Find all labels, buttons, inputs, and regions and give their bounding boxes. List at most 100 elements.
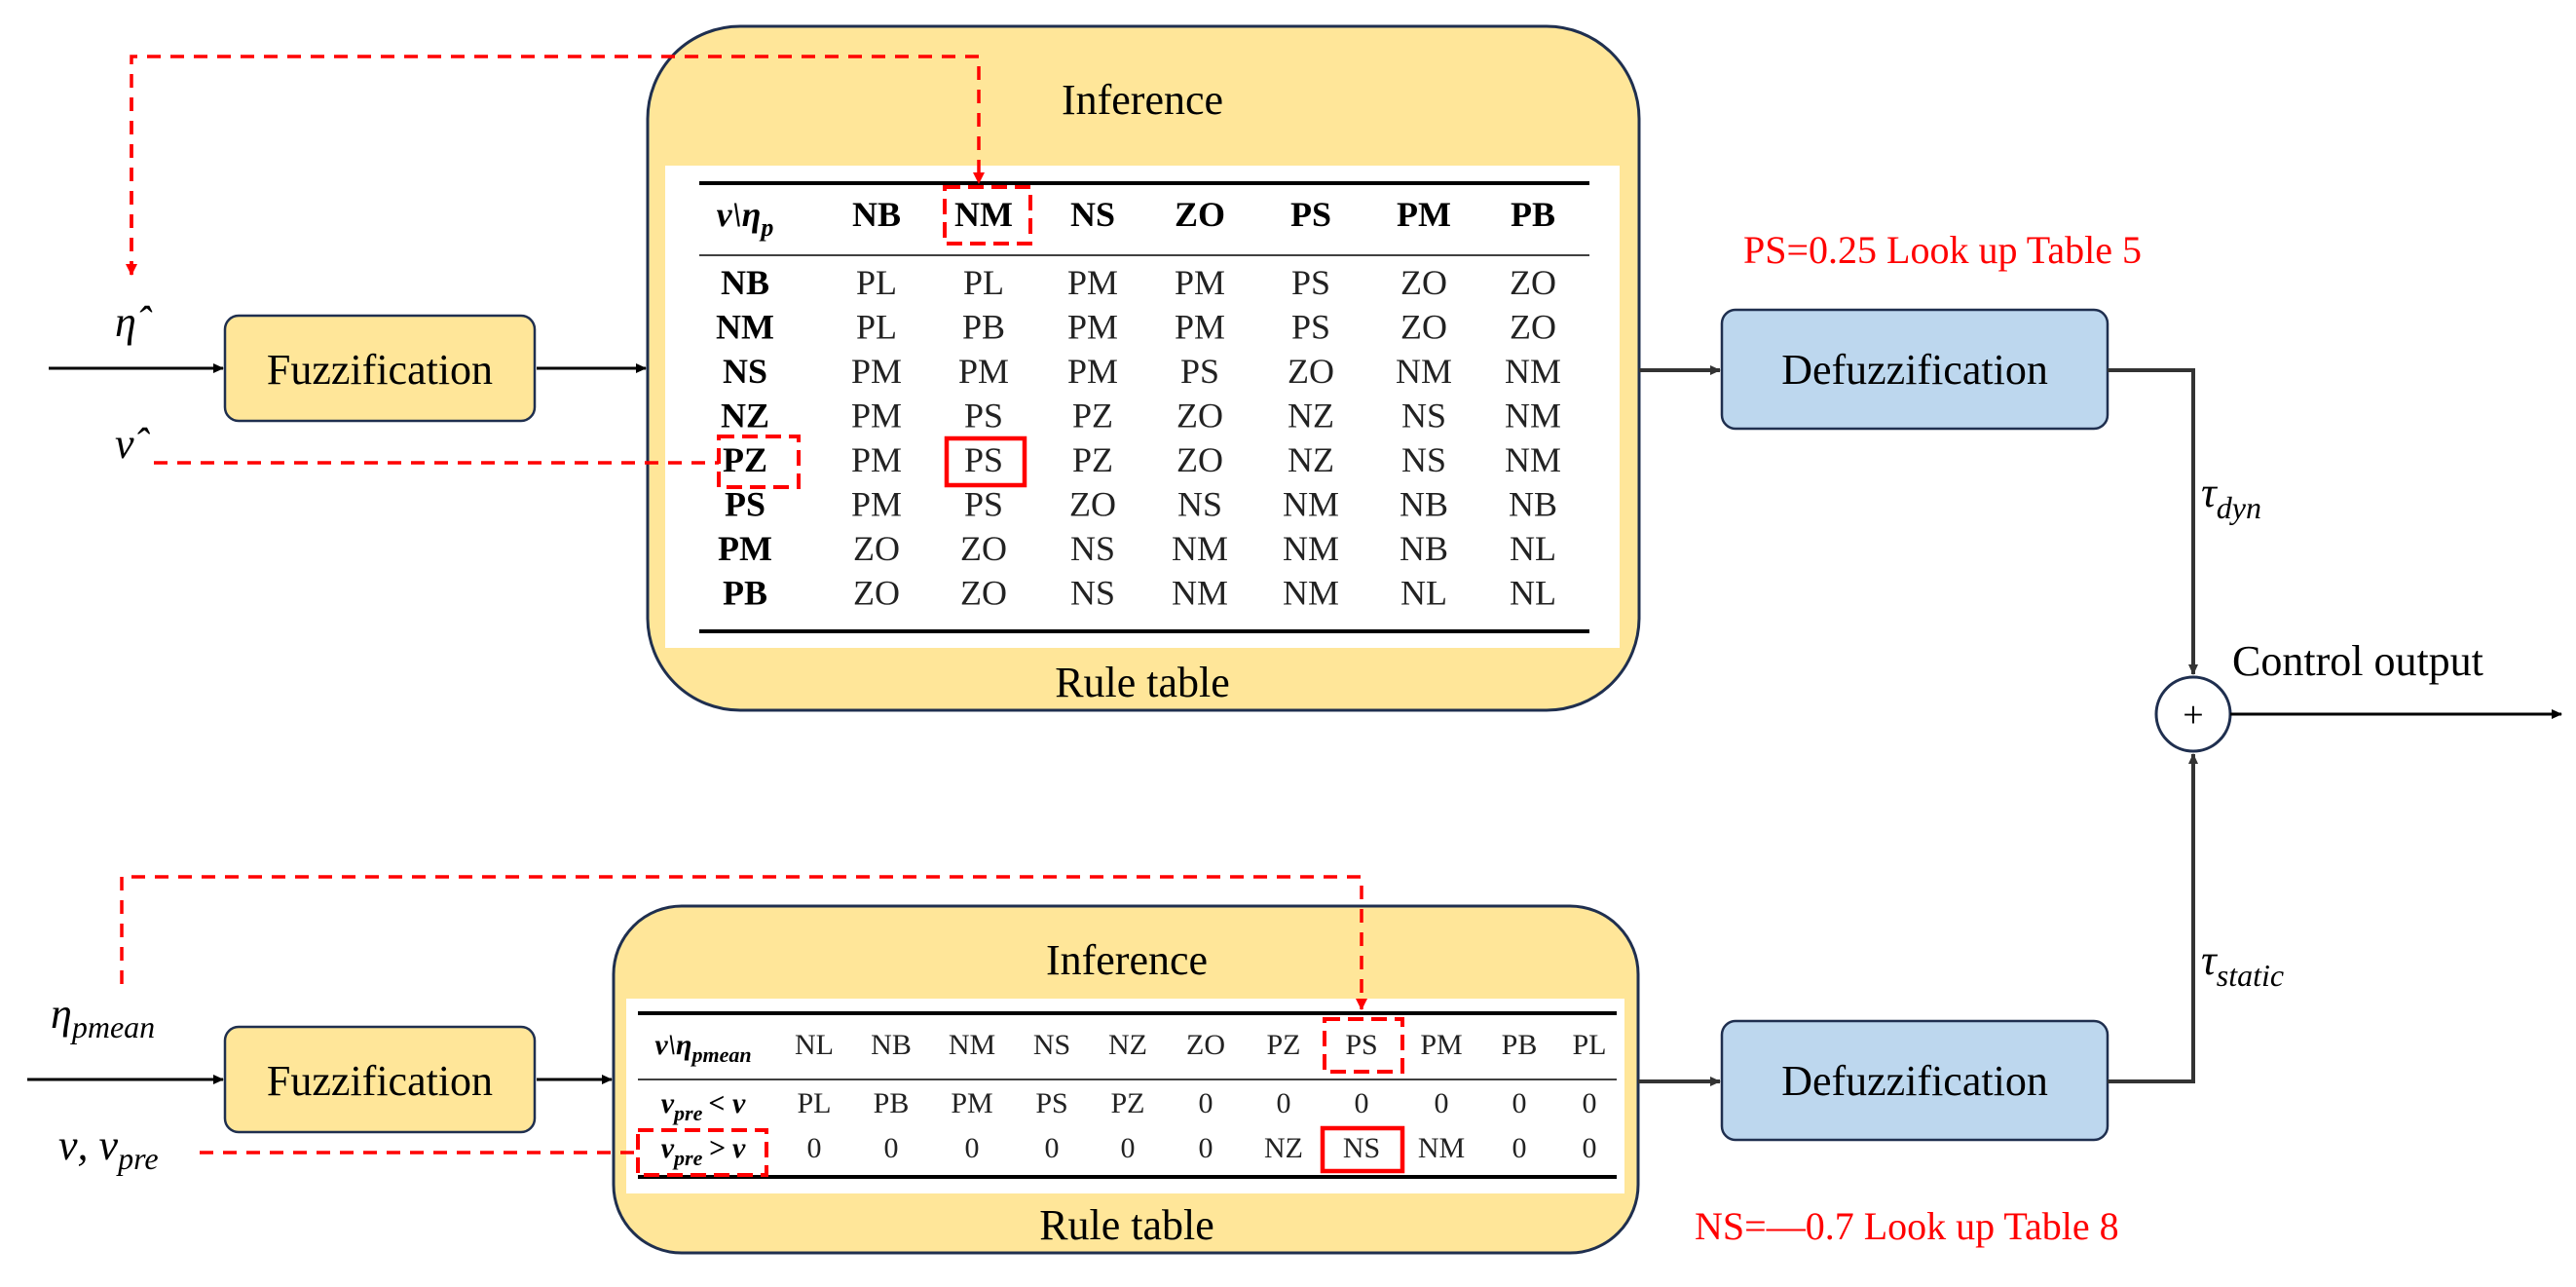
upper-table-row-header: NZ <box>721 397 769 435</box>
upper-table-cell: PM <box>851 485 902 524</box>
lower-table-cell: 0 <box>1121 1132 1136 1164</box>
upper-eta-dashed-connector <box>130 55 985 275</box>
upper-table-cell: PM <box>851 440 902 479</box>
upper-table-row-header: NB <box>721 263 769 302</box>
lower-output-connector <box>2108 753 2198 1083</box>
lower-table-cell: NM <box>1418 1132 1465 1164</box>
upper-table-cell: ZO <box>1288 352 1334 391</box>
upper-highlight-cell-PS <box>944 435 1027 488</box>
lower-table-cell: 0 <box>1355 1087 1369 1119</box>
upper-table-cell: NM <box>1172 529 1228 568</box>
lower-table-cell: 0 <box>1583 1132 1597 1164</box>
summing-plus-sign: + <box>2183 695 2203 736</box>
lower-table-col-header: NZ <box>1108 1029 1147 1061</box>
upper-table-cell: NZ <box>1288 397 1334 435</box>
upper-inference-title: Inference <box>1062 76 1223 124</box>
lower-table-cell: PS <box>1035 1087 1067 1119</box>
lower-table-col-header: PS <box>1345 1029 1377 1061</box>
lower-table-cell: 0 <box>807 1132 822 1164</box>
upper-table-cell: PM <box>1175 263 1225 302</box>
lower-table-cell: 0 <box>1435 1087 1449 1119</box>
upper-table-row-header: NS <box>723 352 767 391</box>
lower-table-row-header: νpre> ν <box>661 1132 746 1170</box>
upper-table-cell: NS <box>1177 485 1222 524</box>
upper-table-cell: NB <box>1400 485 1448 524</box>
upper-table-col-header: PM <box>1397 195 1451 234</box>
upper-table-row-header: PM <box>718 529 772 568</box>
upper-table-col-header: NS <box>1070 195 1115 234</box>
upper-table-cell: PM <box>1175 308 1225 347</box>
upper-table-cell: PL <box>856 308 897 347</box>
upper-defuzzification-block: Defuzzification <box>1720 308 2109 431</box>
upper-table-col-header: NM <box>954 195 1013 234</box>
lower-table-cell: 0 <box>884 1132 899 1164</box>
upper-table-cell: NM <box>1505 352 1561 391</box>
lower-fuzzification-block: Fuzzification <box>223 1025 537 1134</box>
upper-table-cell: PL <box>963 263 1004 302</box>
upper-table-corner: ν\ηp <box>717 195 774 242</box>
lower-table-cell: 0 <box>1199 1132 1213 1164</box>
lower-table-cell: PZ <box>1110 1087 1144 1119</box>
upper-table-cell: NB <box>1400 529 1448 568</box>
upper-fuzzification-block: Fuzzification <box>223 314 537 423</box>
lower-table-cell: PB <box>874 1087 910 1119</box>
upper-table-cell: PB <box>962 308 1005 347</box>
lower-lookup-note: NS=—0.7 Look up Table 8 <box>1695 1204 2119 1248</box>
upper-table-cell: PM <box>851 352 902 391</box>
upper-table-cell: NB <box>1509 485 1557 524</box>
lower-table-cell: PL <box>797 1087 831 1119</box>
tau-dyn-label: τdyn <box>2201 469 2261 525</box>
lower-table-col-header: NM <box>949 1029 995 1061</box>
upper-table-background <box>665 166 1620 648</box>
upper-table-cell: ZO <box>1510 308 1556 347</box>
control-output-label: Control output <box>2232 637 2483 685</box>
lower-rule-table-label: Rule table <box>1039 1201 1214 1249</box>
upper-table-cell: NM <box>1283 485 1339 524</box>
lower-highlight-cell-NS <box>1320 1125 1405 1174</box>
lower-input-eta-pmean: ηpmean <box>51 990 155 1044</box>
upper-table-cell: PM <box>1067 308 1118 347</box>
lower-table-col-header: PZ <box>1266 1029 1300 1061</box>
lower-input-nu-nupre: ν, νpre <box>58 1121 159 1176</box>
upper-table-cell: PS <box>964 485 1003 524</box>
lower-defuzzification-label: Defuzzification <box>1781 1057 2048 1105</box>
upper-table-cell: NL <box>1510 574 1556 613</box>
lower-table-col-header: PL <box>1572 1029 1606 1061</box>
lower-eta-dashed-connector <box>120 875 1367 1010</box>
upper-table-cell: PZ <box>1072 397 1113 435</box>
upper-table-cell: NL <box>1400 574 1447 613</box>
upper-input-eta-hat: η̂ <box>115 298 153 346</box>
upper-table-cell: PL <box>856 263 897 302</box>
upper-table-cell: NL <box>1510 529 1556 568</box>
lower-highlight-column-PS <box>1323 1017 1404 1074</box>
tau-static-label: τstatic <box>2201 936 2284 993</box>
upper-defuzzification-label: Defuzzification <box>1781 346 2048 394</box>
lower-table-cell: 0 <box>1199 1087 1213 1119</box>
upper-table-cell: NM <box>1505 397 1561 435</box>
upper-table-cell: ZO <box>1400 263 1447 302</box>
upper-table-cell: ZO <box>1176 397 1223 435</box>
upper-table-cell: PS <box>1291 263 1330 302</box>
upper-fuzzification-label: Fuzzification <box>267 346 493 394</box>
upper-table-cell: ZO <box>853 574 900 613</box>
upper-table-cell: NZ <box>1288 440 1334 479</box>
upper-table-cell: NM <box>1396 352 1452 391</box>
upper-table-cell: ZO <box>1510 263 1556 302</box>
upper-table-cell: PM <box>851 397 902 435</box>
lower-table-row-header: νpre< ν <box>661 1087 746 1125</box>
upper-table-cell: NM <box>1283 574 1339 613</box>
lower-table-cell: 0 <box>1277 1087 1291 1119</box>
upper-table-col-header: ZO <box>1175 195 1225 234</box>
upper-table-row-header: NM <box>716 308 774 347</box>
upper-table-row-header: PB <box>723 574 767 613</box>
upper-table-cell: PS <box>964 440 1003 479</box>
upper-table-cell: PM <box>958 352 1009 391</box>
summing-junction: + <box>2154 675 2232 753</box>
lower-table-col-header: NL <box>795 1029 834 1061</box>
lower-table-cell: 0 <box>1583 1087 1597 1119</box>
upper-table-cell: PZ <box>1072 440 1113 479</box>
upper-table-cell: PM <box>1067 263 1118 302</box>
upper-table-cell: NS <box>1070 574 1115 613</box>
